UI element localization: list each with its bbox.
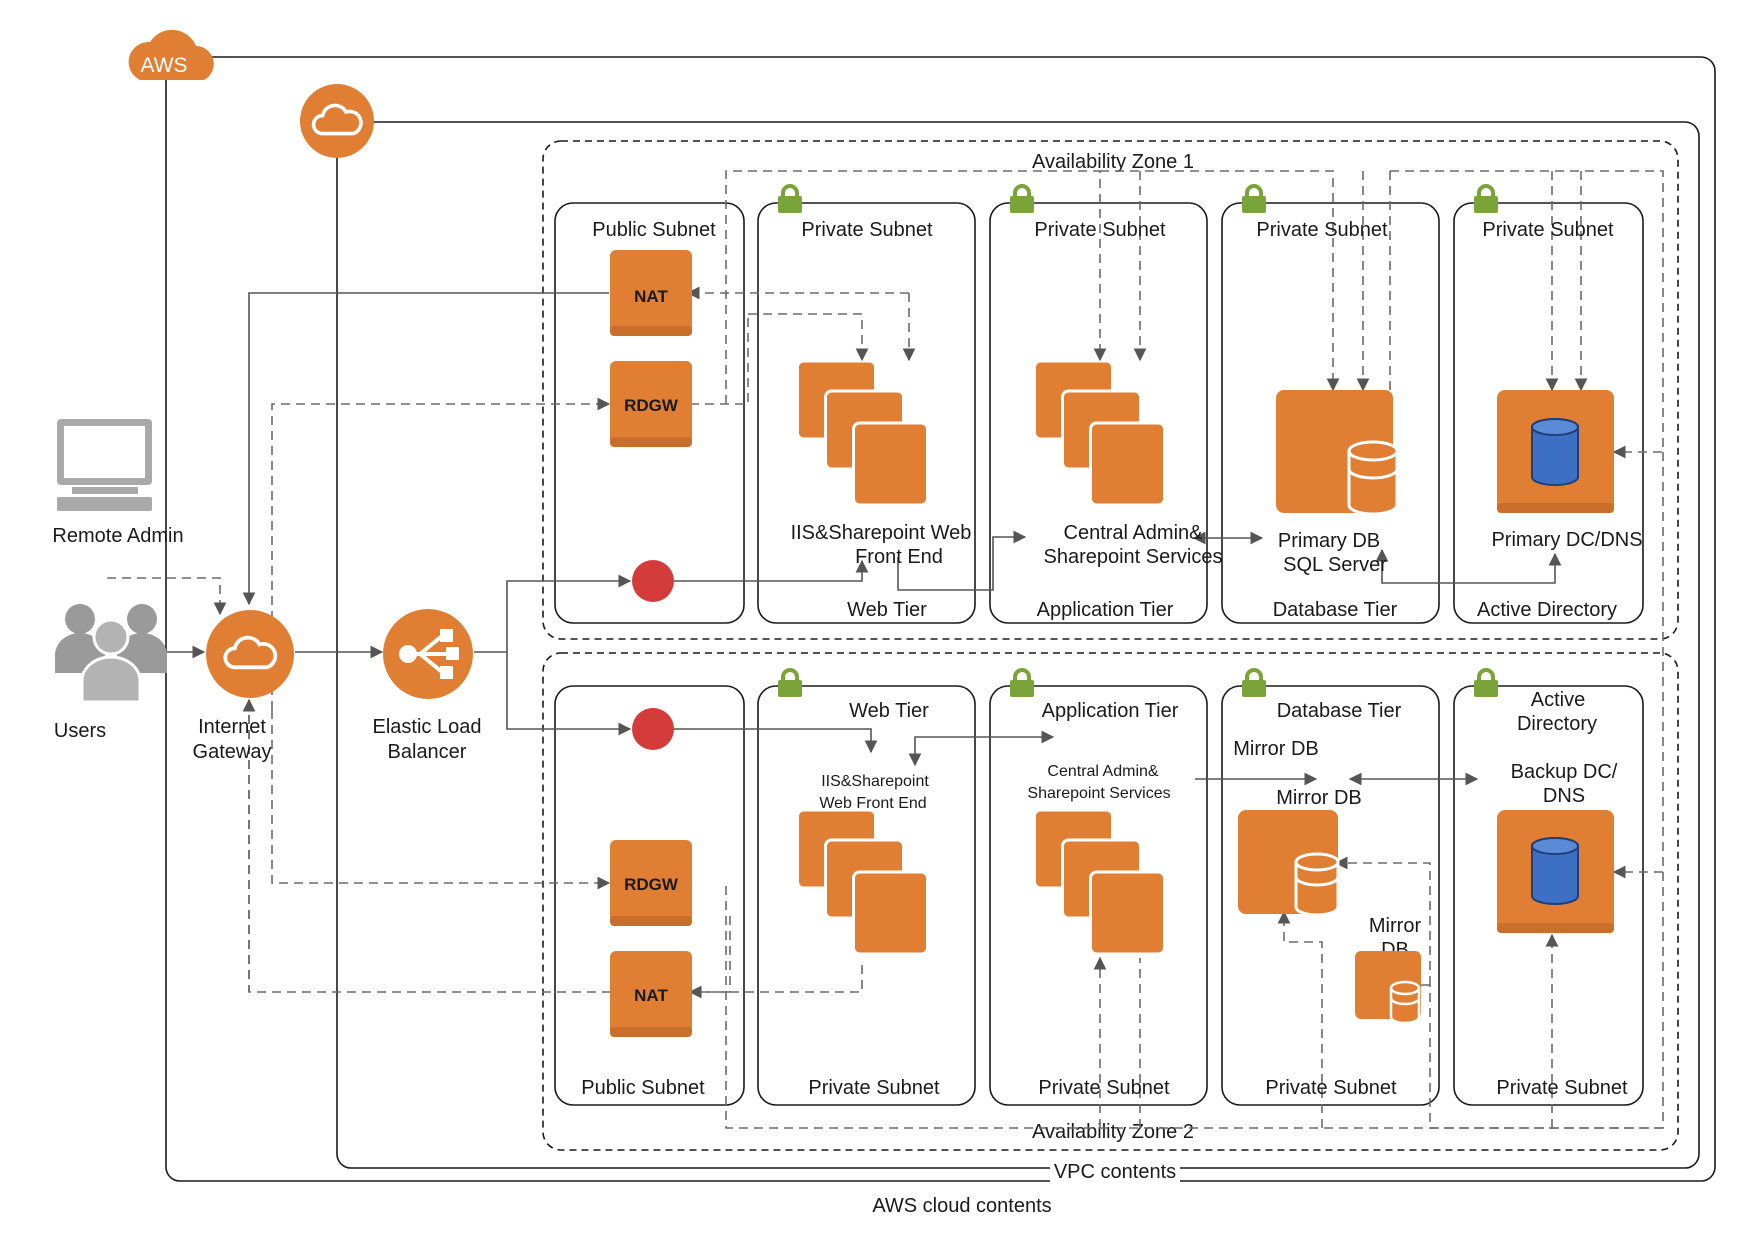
internet-gateway-label-1: Internet bbox=[198, 716, 266, 738]
az1-web-title-2: Front End bbox=[855, 546, 943, 568]
az1-db-tier-label: Database Tier bbox=[1273, 599, 1398, 621]
az2-public-subnet-label: Public Subnet bbox=[581, 1077, 705, 1099]
computer-icon bbox=[57, 419, 152, 511]
az2-mirror-db-label-1: Mirror DB bbox=[1233, 738, 1319, 760]
elb-label-2: Balancer bbox=[388, 741, 467, 763]
az1-db-title-2: SQL Server bbox=[1283, 554, 1387, 576]
users-icon bbox=[55, 604, 167, 704]
az1-label: Availability Zone 1 bbox=[1032, 151, 1194, 173]
az2-mirror-db-label-2: Mirror DB bbox=[1276, 787, 1362, 809]
nat-label: NAT bbox=[634, 986, 668, 1005]
az2-db-subnet-label: Private Subnet bbox=[1265, 1077, 1397, 1099]
rdgw-icon bbox=[610, 840, 692, 926]
domain-controller-icon bbox=[1497, 390, 1614, 513]
az1-ad-subnet-label: Private Subnet bbox=[1482, 219, 1614, 241]
endpoint-icon bbox=[632, 708, 674, 750]
az2-app-title-1: Central Admin& bbox=[1047, 763, 1158, 780]
az2-mirror-db-label-3a: Mirror bbox=[1369, 915, 1422, 937]
az1-web-tier-label: Web Tier bbox=[847, 599, 927, 621]
az2-web-tier-label: Web Tier bbox=[849, 700, 929, 722]
internet-gateway-icon bbox=[206, 610, 294, 698]
aws-cloud-icon: AWS bbox=[128, 29, 214, 80]
endpoint-icon bbox=[632, 560, 674, 602]
availability-zone-1 bbox=[542, 140, 1679, 640]
aws-cloud-contents-label: AWS cloud contents bbox=[872, 1195, 1051, 1217]
az1-web-title-1: IIS&Sharepoint Web bbox=[791, 522, 972, 544]
az1-db-subnet-label: Private Subnet bbox=[1256, 219, 1388, 241]
elb-label-1: Elastic Load bbox=[373, 716, 482, 738]
users-label: Users bbox=[54, 720, 106, 742]
az2-web-title-1: IIS&Sharepoint bbox=[821, 773, 929, 790]
az1-app-title-1: Central Admin& bbox=[1064, 522, 1204, 544]
az2-db-tier-label: Database Tier bbox=[1277, 700, 1402, 722]
nat-icon bbox=[610, 951, 692, 1037]
az1-db-title-1: Primary DB bbox=[1278, 530, 1380, 552]
az2-label: Availability Zone 2 bbox=[1032, 1121, 1194, 1143]
nat-label: NAT bbox=[634, 287, 668, 306]
az2-app-title-2: Sharepoint Services bbox=[1027, 785, 1170, 802]
rdgw-icon bbox=[610, 361, 692, 447]
az2-ad-tier-label-1: Active bbox=[1531, 689, 1585, 711]
internet-gateway-label-2: Gateway bbox=[193, 741, 272, 763]
remote-admin-label: Remote Admin bbox=[52, 525, 183, 547]
az2-web-title-2: Web Front End bbox=[819, 795, 926, 812]
az2-ad-title-1: Backup DC/ bbox=[1511, 761, 1618, 783]
domain-controller-icon bbox=[1497, 810, 1614, 933]
az1-web-subnet-label: Private Subnet bbox=[801, 219, 933, 241]
az2-ad-title-2: DNS bbox=[1543, 785, 1585, 807]
rdgw-label: RDGW bbox=[624, 875, 679, 894]
database-icon bbox=[1355, 951, 1421, 1025]
az2-web-subnet-label: Private Subnet bbox=[808, 1077, 940, 1099]
az2-app-tier-label: Application Tier bbox=[1042, 700, 1179, 722]
vpc-cloud-icon bbox=[300, 84, 374, 158]
rdgw-label: RDGW bbox=[624, 396, 679, 415]
load-balancer-icon bbox=[383, 609, 473, 699]
az1-public-subnet-label: Public Subnet bbox=[592, 219, 716, 241]
aws-badge-label: AWS bbox=[140, 54, 187, 77]
availability-zone-2 bbox=[542, 652, 1679, 1151]
vpc-contents-label: VPC contents bbox=[1054, 1161, 1176, 1183]
az1-ad-title: Primary DC/DNS bbox=[1491, 529, 1642, 551]
az1-app-subnet-label: Private Subnet bbox=[1034, 219, 1166, 241]
nat-icon bbox=[610, 250, 692, 336]
database-icon bbox=[1238, 810, 1340, 917]
az1-app-title-2: Sharepoint Services bbox=[1044, 546, 1223, 568]
database-icon bbox=[1276, 390, 1399, 516]
az2-app-subnet-label: Private Subnet bbox=[1038, 1077, 1170, 1099]
az2-ad-subnet-label: Private Subnet bbox=[1496, 1077, 1628, 1099]
az1-app-tier-label: Application Tier bbox=[1037, 599, 1174, 621]
az1-ad-tier-label: Active Directory bbox=[1477, 599, 1617, 621]
az2-ad-tier-label-2: Directory bbox=[1517, 713, 1597, 735]
